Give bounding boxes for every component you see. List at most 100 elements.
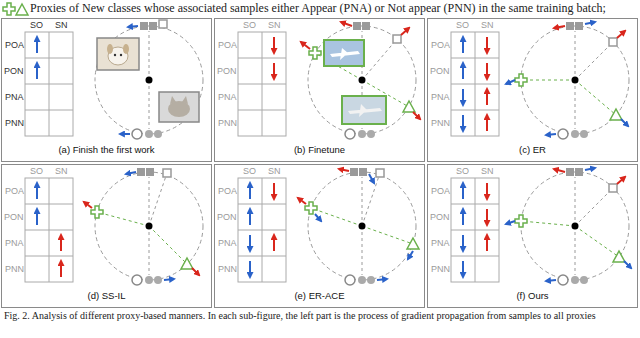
panel-e-art — [238, 168, 419, 285]
art-line — [575, 226, 619, 257]
art-use — [359, 168, 367, 176]
row-header: PNN — [5, 264, 24, 275]
art-line — [120, 133, 130, 135]
art-line — [249, 261, 251, 277]
art-line — [521, 221, 575, 226]
art-line — [60, 261, 62, 277]
art-use — [580, 276, 588, 284]
row-header: PNA — [431, 238, 450, 249]
art-use — [95, 172, 203, 280]
panel-caption: (f) Ours — [428, 290, 637, 301]
art-use — [451, 178, 499, 282]
art-use — [25, 32, 73, 136]
art-path — [170, 96, 188, 104]
art-line — [585, 22, 595, 24]
column-header: SN — [481, 20, 494, 31]
art-use — [308, 172, 416, 280]
art-line — [486, 235, 488, 251]
row-header: PNA — [218, 92, 237, 103]
art-rect — [324, 40, 364, 66]
art-line — [486, 115, 488, 131]
art-line — [486, 183, 488, 199]
row-header: PNA — [218, 238, 237, 249]
row-header: PNN — [218, 264, 237, 275]
figure-caption: Fig. 2. Analysis of different proxy-base… — [4, 310, 636, 322]
art-line — [462, 89, 464, 105]
art-use — [580, 130, 588, 138]
art-line — [617, 31, 625, 38]
column-header: SO — [30, 166, 43, 177]
row-header: POA — [218, 40, 237, 51]
art-use — [238, 178, 286, 282]
art-line — [546, 280, 556, 281]
art-line — [506, 80, 515, 84]
art-circle — [146, 223, 153, 230]
art-line — [362, 173, 380, 226]
art-line — [462, 261, 464, 277]
art-line — [60, 235, 62, 251]
legend-sentence: Proxies of New classes whose associated … — [30, 1, 606, 16]
art-line — [408, 251, 413, 259]
art-line — [84, 202, 92, 208]
art-line — [341, 22, 352, 26]
art-use — [137, 168, 145, 176]
art-use — [376, 169, 384, 177]
art-use — [350, 168, 358, 176]
art-use — [451, 32, 499, 136]
art-line — [362, 39, 397, 80]
art-line — [377, 279, 387, 280]
panel-f-art — [451, 168, 631, 285]
art-use — [305, 202, 317, 214]
art-use — [91, 206, 103, 218]
column-header: SO — [30, 20, 43, 31]
art-rect — [159, 92, 199, 122]
art-path — [330, 48, 360, 60]
art-line — [192, 268, 199, 275]
panel-c-art — [451, 22, 629, 139]
sub-figure-panel: (f) Ours — [427, 164, 638, 308]
art-line — [339, 169, 349, 171]
art-use — [95, 26, 203, 134]
art-circle — [359, 77, 366, 84]
row-header: POA — [218, 186, 237, 197]
art-circle — [359, 223, 366, 230]
art-use — [609, 38, 617, 46]
art-use — [358, 276, 366, 284]
art-line — [273, 183, 275, 199]
art-line — [554, 26, 565, 28]
art-use — [3, 3, 15, 15]
art-ellipse — [123, 44, 129, 54]
art-circle — [146, 77, 153, 84]
art-line — [149, 173, 167, 226]
art-line — [617, 177, 625, 184]
art-use — [358, 130, 366, 138]
column-header: SO — [456, 20, 469, 31]
art-use — [308, 26, 416, 134]
column-header: SN — [481, 166, 494, 177]
art-line — [575, 80, 616, 115]
art-line — [624, 261, 631, 268]
art-line — [401, 28, 409, 35]
art-line — [36, 183, 38, 199]
art-use — [163, 169, 171, 177]
art-line — [362, 226, 413, 244]
art-line — [486, 89, 488, 105]
art-line — [462, 115, 464, 131]
art-use — [515, 215, 527, 227]
row-header: PNN — [218, 118, 237, 129]
art-line — [273, 235, 275, 251]
art-use — [145, 130, 153, 138]
art-line — [273, 37, 275, 53]
row-header: PON — [430, 66, 450, 77]
art-line — [273, 63, 275, 79]
art-use — [571, 130, 579, 138]
art-line — [301, 42, 310, 49]
art-use — [16, 4, 28, 15]
row-header: PON — [4, 212, 24, 223]
panel-a-art — [25, 20, 203, 139]
art-line — [311, 208, 362, 226]
panel-caption: (e) ER-ACE — [215, 290, 424, 301]
art-use — [309, 47, 321, 59]
art-use — [521, 26, 629, 134]
